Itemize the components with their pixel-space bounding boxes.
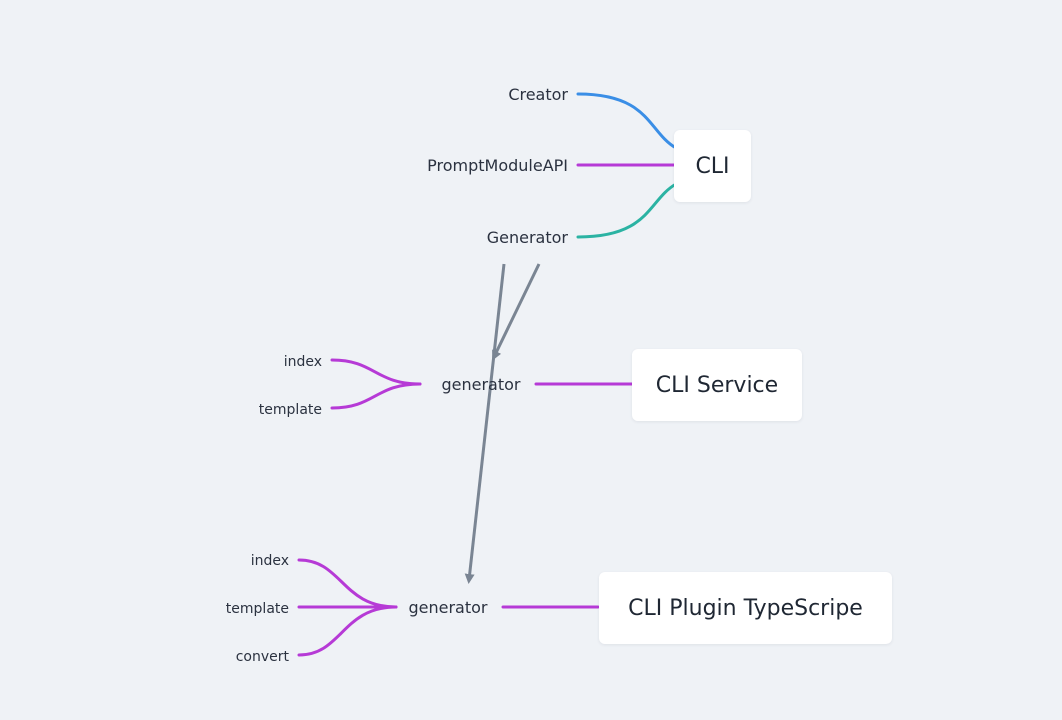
plugin-template-node[interactable]: template [225,601,289,617]
plugin-generator-node[interactable]: generator [408,598,488,617]
generator-to-service-arrow[interactable] [492,263,541,361]
plugin-convert-connector [297,605,398,657]
promptmoduleapi-node[interactable]: PromptModuleAPI [427,156,568,175]
generator-connector [576,182,678,239]
service-generator-node[interactable]: generator [441,375,521,394]
creator-node[interactable]: Creator [508,85,568,104]
cli-service-node[interactable]: CLI Service [632,349,802,421]
service-template-node[interactable]: template [258,402,322,418]
generator-to-plugin-arrow[interactable] [464,263,506,584]
cli-root-node[interactable]: CLI [674,130,751,202]
service-index-node[interactable]: index [283,354,322,370]
creator-connector [576,92,678,150]
generator-node[interactable]: Generator [486,228,568,247]
service-template-connector [330,382,422,410]
cli-plugin-typescript-node[interactable]: CLI Plugin TypeScripe [599,572,892,644]
plugin-index-connector [297,558,398,609]
service-index-connector [330,358,422,386]
plugin-convert-node[interactable]: convert [235,649,289,665]
plugin-index-node[interactable]: index [250,553,289,569]
